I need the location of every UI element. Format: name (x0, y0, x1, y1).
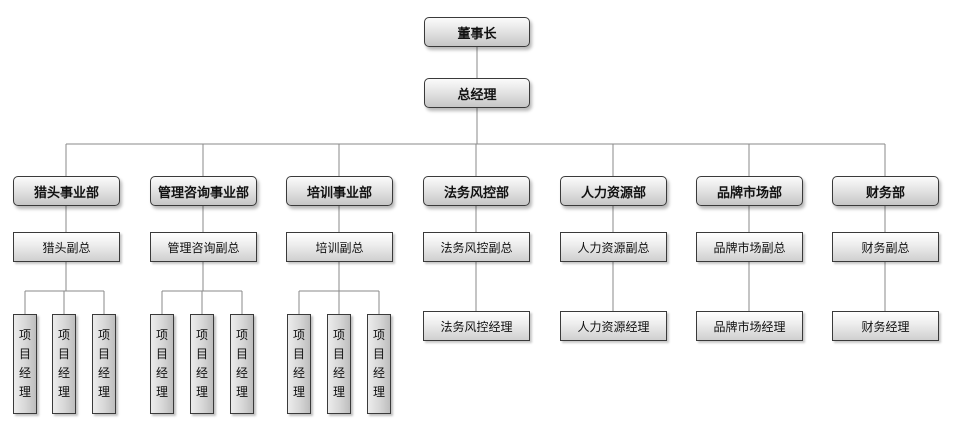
node-manager-brand[interactable]: 品牌市场经理 (696, 311, 803, 341)
project-manager-label: 项目经理 (235, 328, 248, 399)
node-project-manager-training-3[interactable]: 项目经理 (367, 314, 391, 414)
node-chairman[interactable]: 董事长 (424, 17, 530, 47)
project-manager-label: 项目经理 (292, 328, 305, 399)
node-project-manager-training-2[interactable]: 项目经理 (327, 314, 351, 414)
node-deputy-hr[interactable]: 人力资源副总 (560, 232, 667, 262)
node-manager-hr[interactable]: 人力资源经理 (560, 311, 667, 341)
node-deputy-legal[interactable]: 法务风控副总 (423, 232, 530, 262)
node-deputy-headhunting[interactable]: 猎头副总 (13, 232, 120, 262)
node-dept-hr[interactable]: 人力资源部 (560, 176, 667, 206)
node-project-manager-training-1[interactable]: 项目经理 (287, 314, 311, 414)
node-dept-consulting[interactable]: 管理咨询事业部 (150, 176, 257, 206)
node-project-manager-headhunting-1[interactable]: 项目经理 (13, 314, 37, 414)
node-project-manager-headhunting-2[interactable]: 项目经理 (52, 314, 76, 414)
node-deputy-consulting[interactable]: 管理咨询副总 (150, 232, 257, 262)
node-dept-finance[interactable]: 财务部 (832, 176, 939, 206)
node-manager-finance[interactable]: 财务经理 (832, 311, 939, 341)
node-dept-brand[interactable]: 品牌市场部 (696, 176, 803, 206)
project-manager-label: 项目经理 (155, 328, 168, 399)
node-project-manager-headhunting-3[interactable]: 项目经理 (92, 314, 116, 414)
node-dept-legal[interactable]: 法务风控部 (423, 176, 530, 206)
project-manager-label: 项目经理 (18, 328, 31, 399)
project-manager-label: 项目经理 (195, 328, 208, 399)
node-manager-legal[interactable]: 法务风控经理 (423, 311, 530, 341)
project-manager-label: 项目经理 (57, 328, 70, 399)
node-deputy-finance[interactable]: 财务副总 (832, 232, 939, 262)
node-project-manager-consulting-2[interactable]: 项目经理 (190, 314, 214, 414)
project-manager-label: 项目经理 (332, 328, 345, 399)
node-deputy-brand[interactable]: 品牌市场副总 (696, 232, 803, 262)
node-dept-training[interactable]: 培训事业部 (286, 176, 393, 206)
project-manager-label: 项目经理 (372, 328, 385, 399)
node-general-manager[interactable]: 总经理 (424, 78, 530, 108)
node-deputy-training[interactable]: 培训副总 (286, 232, 393, 262)
project-manager-label: 项目经理 (97, 328, 110, 399)
node-project-manager-consulting-1[interactable]: 项目经理 (150, 314, 174, 414)
node-dept-headhunting[interactable]: 猎头事业部 (13, 176, 120, 206)
node-project-manager-consulting-3[interactable]: 项目经理 (230, 314, 254, 414)
